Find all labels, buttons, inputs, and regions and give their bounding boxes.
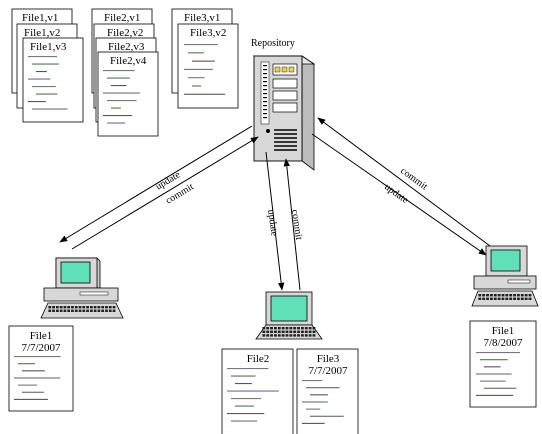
center-commit-label: commit (289, 209, 304, 241)
scribble-line (302, 380, 323, 382)
scribble-line (231, 398, 261, 400)
right-update-label: update (382, 182, 410, 207)
scribble-line (306, 408, 321, 410)
scribble-line (18, 363, 36, 365)
scribble-line (188, 52, 205, 54)
stack-page-label: File3,v1 (184, 12, 220, 24)
left-doc-name: File1 (30, 330, 53, 342)
scribble-line (227, 368, 269, 370)
left-doc-date: 7/7/2007 (21, 342, 61, 354)
stack-page-label: File1,v1 (22, 12, 58, 24)
scribble-line (28, 56, 57, 58)
document-icon: File2 (221, 348, 294, 434)
scribble-line (28, 78, 51, 80)
scribble-line (111, 85, 127, 87)
scribble-line (480, 380, 506, 382)
scribble-line (310, 415, 344, 417)
scribble-line (18, 384, 38, 386)
center-doc2-date: 7/7/2007 (308, 365, 348, 377)
scribble-line (14, 377, 61, 379)
scribble-line (227, 413, 265, 415)
scribble-line (306, 387, 340, 389)
center-doc1-name: File2 (247, 353, 270, 365)
scribble-line (103, 115, 133, 117)
scribble-line (302, 401, 328, 403)
file3-stack: File3,v1 File3,v2 (171, 8, 239, 109)
scribble-line (22, 370, 45, 372)
scribble-line (231, 420, 258, 422)
scribble-line (32, 63, 59, 65)
center-arrows: update commit (265, 151, 304, 291)
scribble-line (184, 93, 226, 95)
scribble-line (103, 92, 140, 94)
file1-stack: File1,v1 File1,v2 File1,v3 (11, 8, 84, 123)
arrow-icon (59, 125, 253, 243)
scribble-line (231, 375, 256, 377)
right-arrows: commit update (311, 117, 491, 256)
stack-page-label: File1,v2 (24, 27, 60, 39)
right-doc-name: File1 (492, 325, 515, 337)
left-arrows: update commit (59, 125, 259, 250)
scribble-line (107, 77, 130, 79)
center-update-label: update (265, 209, 280, 237)
arrow-icon (265, 151, 285, 291)
document-icon: File1 7/8/2007 (469, 320, 537, 408)
arrow-icon (283, 158, 301, 291)
scribble-line (227, 390, 279, 392)
desktop-computer-icon (471, 245, 539, 307)
scribble-line (184, 44, 218, 46)
scribble-line (111, 107, 121, 109)
stack-page-label: File2,v3 (108, 41, 145, 53)
arrow-icon (311, 133, 487, 256)
scribble-line (480, 359, 508, 361)
scribble-line (14, 356, 61, 358)
server-icon (252, 55, 316, 171)
laptop-icon (255, 291, 323, 340)
stack-page-label: File2,v2 (107, 27, 143, 39)
document-icon: File2,v4 (97, 51, 159, 137)
scribble-line (192, 85, 202, 87)
document-icon: File1 7/7/2007 (8, 325, 74, 412)
scribble-line (484, 387, 517, 389)
scribble-line (36, 93, 58, 95)
scribble-line (310, 394, 328, 396)
desktop-computer-icon (40, 257, 124, 319)
scribble-line (107, 100, 137, 102)
document-icon: File3 7/7/2007 (296, 348, 359, 434)
stack-page-label: File3,v2 (190, 27, 226, 39)
scribble-line (476, 394, 514, 396)
scribble-line (476, 352, 521, 354)
scribble-line (14, 398, 49, 400)
center-doc2-name: File3 (317, 353, 340, 365)
scribble-line (188, 77, 205, 79)
scribble-line (107, 122, 126, 124)
file2-stack: File2,v1 File2,v2 File2,v3 File2,v4 (91, 8, 159, 137)
scribble-line (103, 70, 135, 72)
scribble-line (32, 108, 68, 110)
document-icon: File1,v3 (22, 37, 84, 123)
scribble-line (476, 373, 512, 375)
document-icon: File3,v2 (177, 23, 239, 109)
stack-page-label: File2,v1 (104, 12, 140, 24)
stack-page-label: File2,v4 (110, 55, 147, 67)
scribble-line (32, 86, 56, 88)
scribble-line (184, 68, 213, 70)
arrow-icon (317, 117, 491, 247)
repository-label: Repository (251, 38, 295, 49)
right-commit-label: commit (398, 166, 429, 193)
stack-page-label: File1,v3 (30, 41, 67, 53)
right-doc-date: 7/8/2007 (483, 337, 523, 349)
scribble-line (22, 391, 45, 393)
scribble-line (235, 383, 252, 385)
scribble-line (192, 60, 215, 62)
scribble-line (302, 422, 325, 424)
arrow-icon (71, 136, 259, 250)
scribble-line (484, 366, 501, 368)
scribble-line (28, 101, 46, 103)
scribble-line (235, 405, 254, 407)
scribble-line (36, 71, 47, 73)
